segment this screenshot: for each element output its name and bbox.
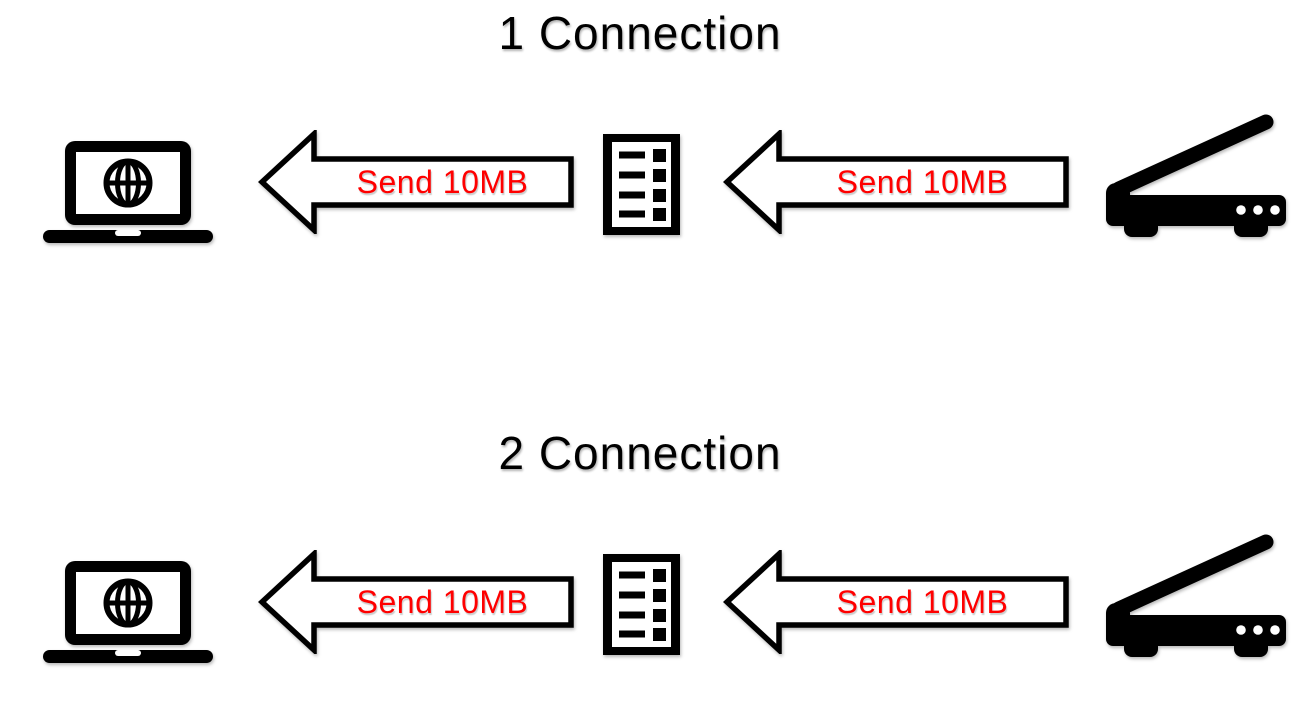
arrow-label-send-10mb: Send 10MB bbox=[836, 583, 1009, 620]
document-list-icon bbox=[603, 554, 680, 655]
arrow-label-send-10mb: Send 10MB bbox=[836, 163, 1009, 200]
scanner-icon bbox=[1106, 533, 1290, 659]
arrow-doc-to-laptop: Send 10MB bbox=[258, 550, 575, 654]
scanner-icon bbox=[1106, 113, 1290, 239]
arrow-scanner-to-doc: Send 10MB bbox=[723, 130, 1070, 234]
document-list-icon bbox=[603, 134, 680, 235]
laptop-globe-icon bbox=[43, 561, 213, 663]
arrow-label-send-10mb: Send 10MB bbox=[356, 163, 529, 200]
section-2-title: 2 Connection bbox=[498, 427, 782, 479]
laptop-globe-icon bbox=[43, 141, 213, 243]
arrow-doc-to-laptop: Send 10MB bbox=[258, 130, 575, 234]
arrow-label-send-10mb: Send 10MB bbox=[356, 583, 529, 620]
arrow-scanner-to-doc: Send 10MB bbox=[723, 550, 1070, 654]
section-1-title: 1 Connection bbox=[498, 7, 782, 59]
